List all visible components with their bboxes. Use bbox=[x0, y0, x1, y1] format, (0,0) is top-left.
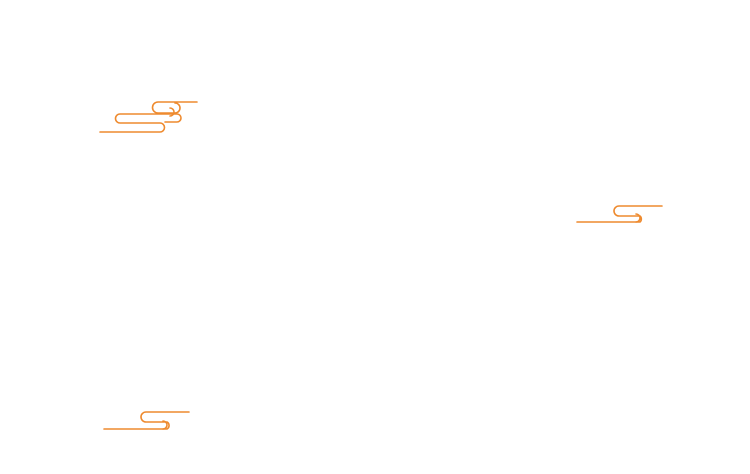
cloud-swirl-icon bbox=[103, 411, 190, 430]
cloud-swirl-icon bbox=[99, 101, 198, 133]
cloud-swirl-icon bbox=[576, 205, 663, 223]
